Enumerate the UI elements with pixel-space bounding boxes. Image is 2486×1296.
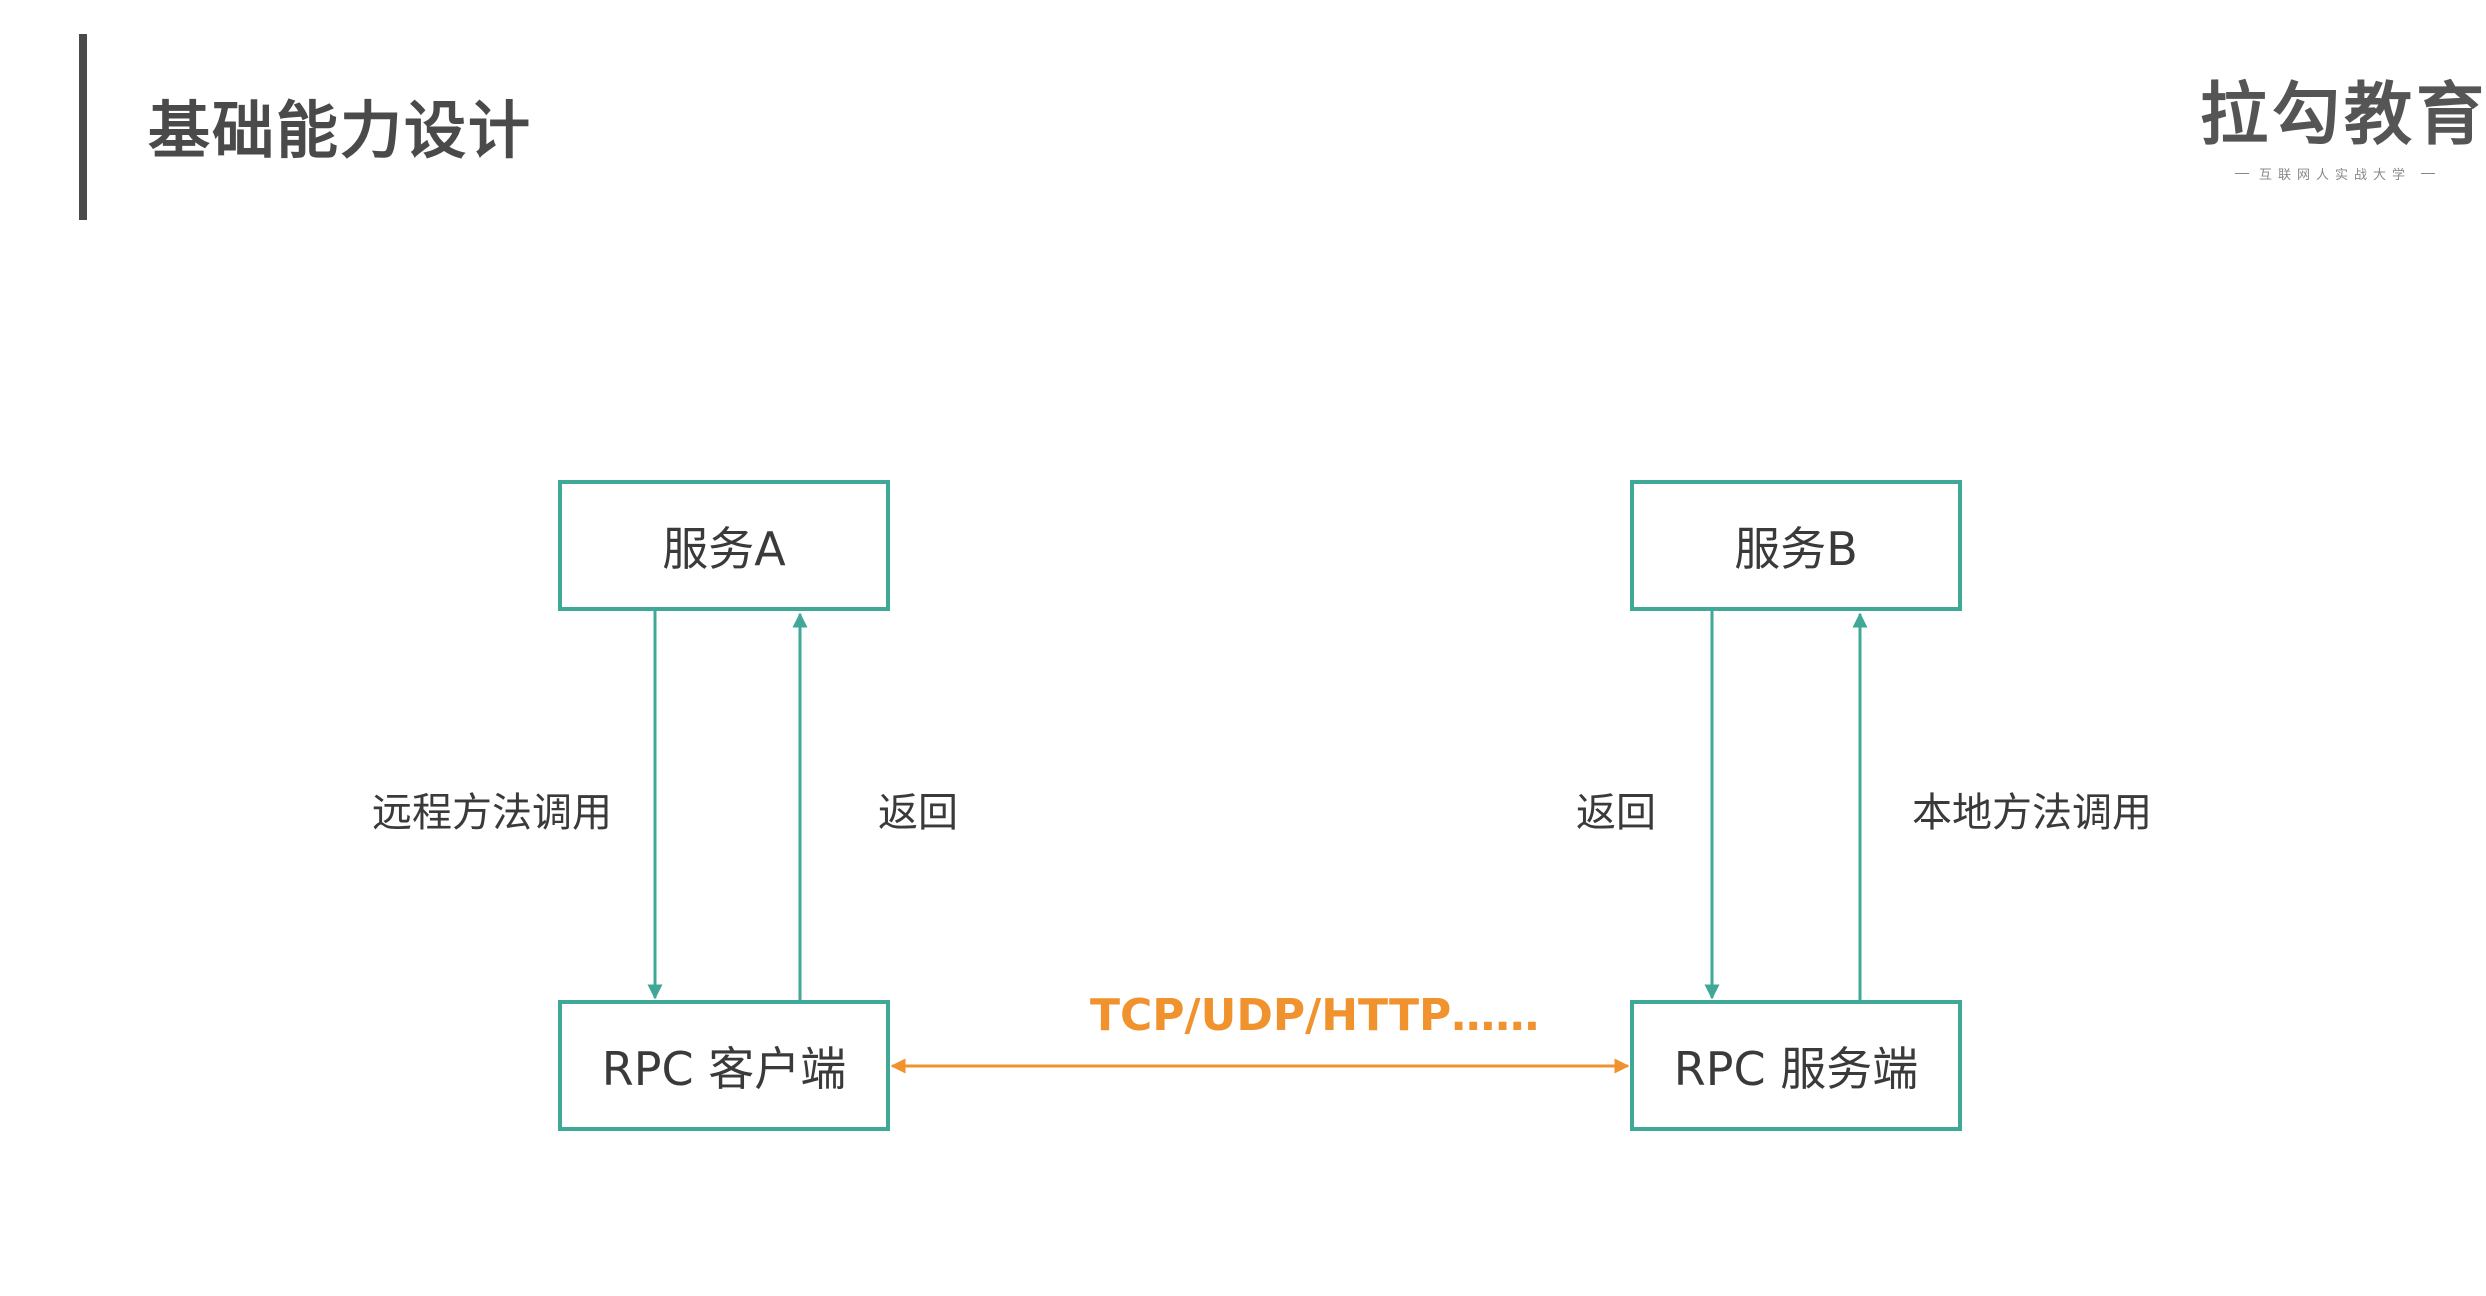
edge-label-protocol: TCP/UDP/HTTP…… xyxy=(1090,990,1540,1041)
node-rpc-client: RPC 客户端 xyxy=(558,1000,890,1131)
edge-label-local-call: 本地方法调用 xyxy=(1912,790,2152,836)
title-accent-bar xyxy=(79,34,87,220)
edge-label-return-b: 返回 xyxy=(1576,790,1656,836)
logo-tagline-row: 互联网人实战大学 xyxy=(2200,164,2470,183)
logo-wordmark: 拉勾教育 xyxy=(2200,76,2486,155)
logo-tagline: 互联网人实战大学 xyxy=(2258,168,2411,183)
node-service-a: 服务A xyxy=(558,480,890,611)
edge-label-return-a: 返回 xyxy=(878,790,958,836)
edge-label-remote-call: 远程方法调用 xyxy=(372,790,612,836)
page-title: 基础能力设计 xyxy=(148,94,533,167)
node-rpc-server: RPC 服务端 xyxy=(1630,1000,1962,1131)
logo-dash-left xyxy=(2234,173,2249,174)
logo: 拉勾教育 互联网人实战大学 xyxy=(2200,76,2486,184)
logo-dash-right xyxy=(2421,173,2435,174)
node-service-b: 服务B xyxy=(1630,480,1962,611)
